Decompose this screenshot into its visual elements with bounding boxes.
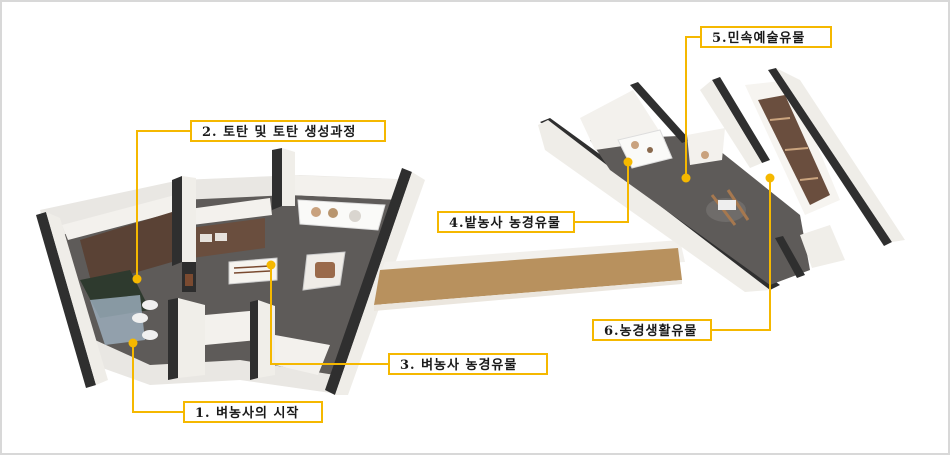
marker-dot-2 (132, 274, 142, 284)
zone-label-4: 4.밭농사 농경유물 (437, 211, 575, 233)
zone-label-3-text: 3. 벼농사 농경유물 (400, 358, 518, 373)
zone-label-1: 1. 벼농사의 시작 (183, 401, 323, 423)
zone-label-2-text: 2. 토탄 및 토탄 생성과정 (202, 125, 357, 140)
marker-dot-4 (623, 157, 633, 167)
marker-dot-1 (128, 338, 138, 348)
zone-label-5: 5.민속예술유물 (700, 26, 832, 48)
left-hall (36, 148, 425, 395)
zone-label-2: 2. 토탄 및 토탄 생성과정 (190, 120, 386, 142)
marker-dot-5 (681, 173, 691, 183)
zone-label-5-text: 5.민속예술유물 (712, 31, 806, 46)
zone-label-4-text: 4.밭농사 농경유물 (449, 216, 561, 231)
leader-lines (132, 36, 771, 413)
zone-label-3: 3. 벼농사 농경유물 (388, 353, 548, 375)
marker-dot-3 (266, 260, 276, 270)
right-hall (538, 68, 905, 292)
zone-label-1-text: 1. 벼농사의 시작 (195, 406, 300, 421)
bridge-corridor (374, 240, 685, 311)
zone-label-6-text: 6.농경생활유물 (604, 324, 698, 339)
marker-dots (128, 157, 775, 348)
zone-label-6: 6.농경생활유물 (592, 319, 712, 341)
marker-dot-6 (765, 173, 775, 183)
